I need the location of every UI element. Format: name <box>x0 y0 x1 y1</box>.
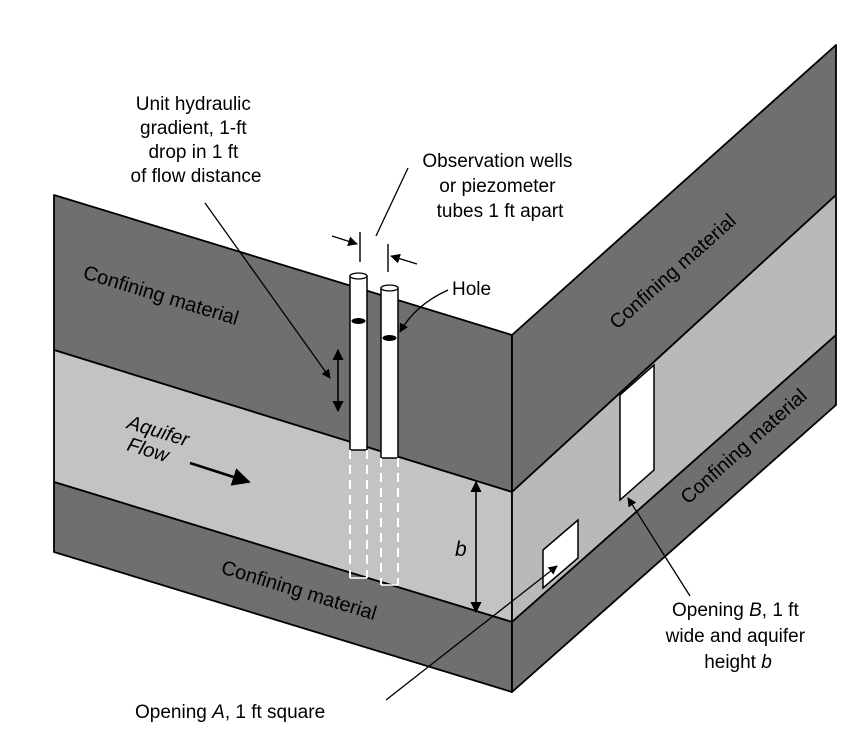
gradient-leader-line <box>204 202 331 379</box>
spacing-arrow-right <box>390 253 418 265</box>
hole-label: Hole <box>452 279 491 300</box>
observation-tube-right <box>380 284 399 586</box>
b-label: b <box>455 538 467 561</box>
spacing-arrow-left <box>331 235 358 246</box>
flow-arrow <box>189 461 251 486</box>
hole-right <box>382 335 397 341</box>
side-bottom-confining-layer <box>511 334 837 693</box>
opening-b <box>619 363 655 502</box>
hole-leader-line <box>399 289 449 333</box>
opening-a-leader-line <box>385 565 558 701</box>
opening-a-label: Opening A, 1 ft square <box>135 702 325 723</box>
hole-left <box>351 318 366 324</box>
observation-wells-label: Observation wells or piezometer tubes 1 … <box>422 151 577 222</box>
wells-leader-line <box>375 167 409 237</box>
opening-b-label: Opening B, 1 ft wide and aquifer height … <box>665 600 811 673</box>
gradient-label: Unit hydraulic gradient, 1-ft drop in 1 … <box>131 94 262 187</box>
opening-b-leader-line <box>627 497 691 597</box>
